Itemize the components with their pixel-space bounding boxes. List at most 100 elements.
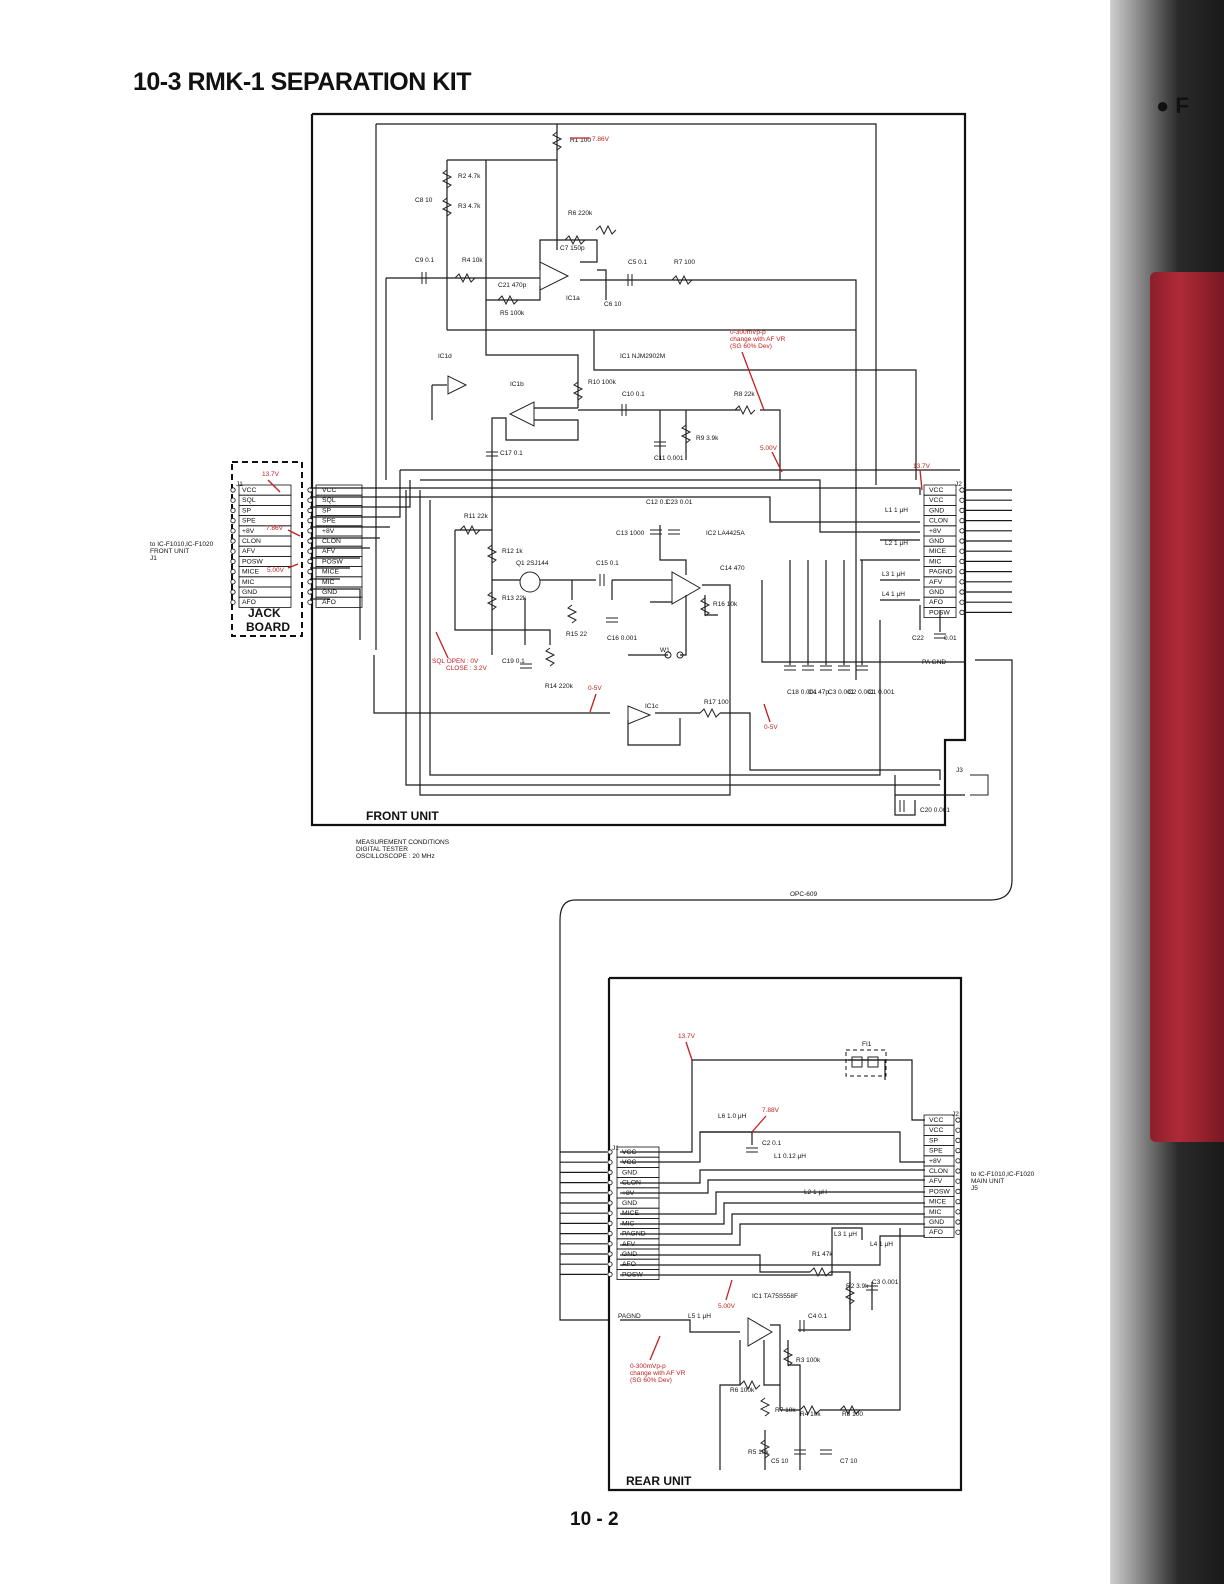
front-j1-pin-label: SQL <box>322 497 336 504</box>
rear-j1-label: J1 <box>612 1145 619 1152</box>
c22-label: C22 <box>912 635 924 642</box>
jack-board-label-2: BOARD <box>246 620 290 634</box>
front-j1-pin-terminal <box>307 558 313 565</box>
jack-pin-terminal <box>230 568 236 575</box>
rear-j2-pin-terminal <box>955 1209 961 1215</box>
front-j2-pin-terminal <box>959 487 965 493</box>
rear-j2-pin-terminal <box>955 1127 961 1133</box>
rear-j2-pin-label: MIC <box>929 1209 942 1216</box>
opc-609-cable <box>559 659 1013 1321</box>
front-j2-pin-terminal <box>959 497 965 503</box>
front-j2-pin-label: VCC <box>929 487 943 494</box>
edge-mark: ● F <box>1156 93 1189 118</box>
front-wiring <box>310 123 965 816</box>
rear-j1-pins: VCCVCCGNDCLON+8VGNDMICEMICPAGNDAFVGNDAFO… <box>607 1146 660 1281</box>
rear-r7-label: R7 10k <box>775 1407 796 1414</box>
page-number: 10 - 2 <box>570 1509 619 1530</box>
front-j2-pin-terminal <box>959 538 965 544</box>
r2-label: R2 4.7k <box>458 173 481 180</box>
j2-label: J2 <box>955 481 962 488</box>
front-j2-pin-label: AFO <box>929 599 943 606</box>
c11-label: C11 0.001 <box>654 455 684 462</box>
jack-pin-label: MIC <box>242 579 255 586</box>
front-j2-pin-label: MICE <box>929 548 946 555</box>
front-j2-pins: VCCVCCGNDCLON+8VGNDMICEMICPAGNDAFVGNDAFO… <box>923 484 965 619</box>
volt-sql-2: CLOSE : 3.2V <box>446 665 487 672</box>
rear-j1-pin-terminal <box>607 1200 613 1206</box>
volt-sql-1: SQL OPEN : 0V <box>432 658 479 665</box>
rear-j1-pin-terminal <box>607 1180 613 1186</box>
front-j1-pin-terminal <box>307 568 313 575</box>
l1-label: L1 1 μH <box>885 507 908 514</box>
front-j1-pin-terminal <box>307 589 313 595</box>
r11-label: R11 22k <box>464 513 488 520</box>
rear-j2-pin-terminal <box>955 1199 961 1205</box>
volt-05a: 0-5V <box>588 685 602 692</box>
c3-label: C3 0.001 <box>828 689 855 696</box>
rear-j2-pin-terminal <box>955 1117 961 1123</box>
rear-j2-pin-label: GND <box>929 1219 944 1226</box>
c12-label: C12 0.1 <box>646 499 669 506</box>
front-j1-pin-label: GND <box>322 589 337 596</box>
rear-to-label-1: to IC-F1010,IC-F1020 <box>971 1171 1035 1178</box>
front-component-labels: R1 100 R2 4.7k R3 4.7k C8 10 C9 0.1 R4 1… <box>415 137 963 814</box>
ic2-label: IC2 LA4425A <box>706 530 745 537</box>
rear-c2-label: C2 0.1 <box>762 1140 782 1147</box>
front-j2-pin-terminal <box>959 507 965 513</box>
jack-pin-terminal <box>230 558 236 565</box>
c5-label: C5 0.1 <box>628 259 648 266</box>
rear-j2-pin-label: POSW <box>929 1188 950 1195</box>
rear-j2-pin-terminal <box>955 1158 961 1164</box>
volt-afvr-3: (SG 60% Dev) <box>730 343 772 350</box>
c21-label: C21 470p <box>498 282 527 289</box>
c15-label: C15 0.1 <box>596 560 619 567</box>
front-j1-pin-label: VCC <box>322 487 336 494</box>
c18-label: C18 0.001 <box>787 689 817 696</box>
front-cable-stubs <box>964 489 1012 614</box>
front-j2-pin-terminal <box>959 558 965 565</box>
r14-label: R14 220k <box>545 683 574 690</box>
jack-pin-terminal <box>230 599 236 605</box>
r16-label: R16 10k <box>713 601 738 608</box>
j3-label: J3 <box>956 767 963 774</box>
front-j1-pin-label: MIC <box>322 579 335 586</box>
volt-j2: 13.7V <box>913 463 931 470</box>
l4-label: L4 1 μH <box>882 591 905 598</box>
r7-label: R7 100 <box>674 259 695 266</box>
rear-j2-pin-label: MICE <box>929 1199 946 1206</box>
rear-components <box>739 1049 887 1459</box>
rear-c3-label: C3 0.001 <box>872 1279 899 1286</box>
front-j2-pin-terminal <box>959 568 965 575</box>
rear-j2-pin-terminal <box>955 1178 961 1184</box>
front-j1-pin-cell <box>315 596 363 608</box>
rear-j2-pin-terminal <box>955 1188 961 1195</box>
rear-j2-pin-terminal <box>955 1229 961 1235</box>
rear-j1-pin-label: VCC <box>622 1159 636 1166</box>
ic1b-label: IC1b <box>510 381 524 388</box>
rear-to-label-2: MAIN UNIT <box>971 1178 1004 1185</box>
c8-label: C8 10 <box>415 197 433 204</box>
volt-mice: 5.00V <box>267 567 285 574</box>
rear-ic1-label: IC1 TA75S558F <box>752 1293 798 1300</box>
pa-gnd-label: PA GND <box>922 659 946 666</box>
c10-label: C10 0.1 <box>622 391 645 398</box>
front-resistors <box>441 131 756 719</box>
rear-fi1-label: FI1 <box>862 1041 872 1048</box>
rear-volt-afvr-2: change with AF VR <box>630 1370 686 1377</box>
r10-label: R10 100k <box>588 379 617 386</box>
rear-j2-pin-terminal <box>955 1137 961 1144</box>
c23-label: C23 0.01 <box>666 499 693 506</box>
rear-j2-pin-label: CLON <box>929 1168 948 1175</box>
front-voltages: 7.86V 13.7V 7.86V 5.00V 13.7V 5.00V 0-30… <box>262 136 931 731</box>
rear-j2-pin-label: SPE <box>929 1148 943 1155</box>
jack-pin-label: +8V <box>242 528 255 535</box>
rear-volt-afvr-3: (SG 60% Dev) <box>630 1377 672 1384</box>
rear-c5-label: C5 10 <box>771 1458 789 1465</box>
jack-pin-label: SQL <box>242 497 256 504</box>
j3-jack <box>970 774 989 796</box>
jack-board-label-1: JACK <box>248 606 281 620</box>
front-to-label-2: FRONT UNIT <box>150 548 189 555</box>
rear-c7-label: C7 10 <box>840 1458 858 1465</box>
